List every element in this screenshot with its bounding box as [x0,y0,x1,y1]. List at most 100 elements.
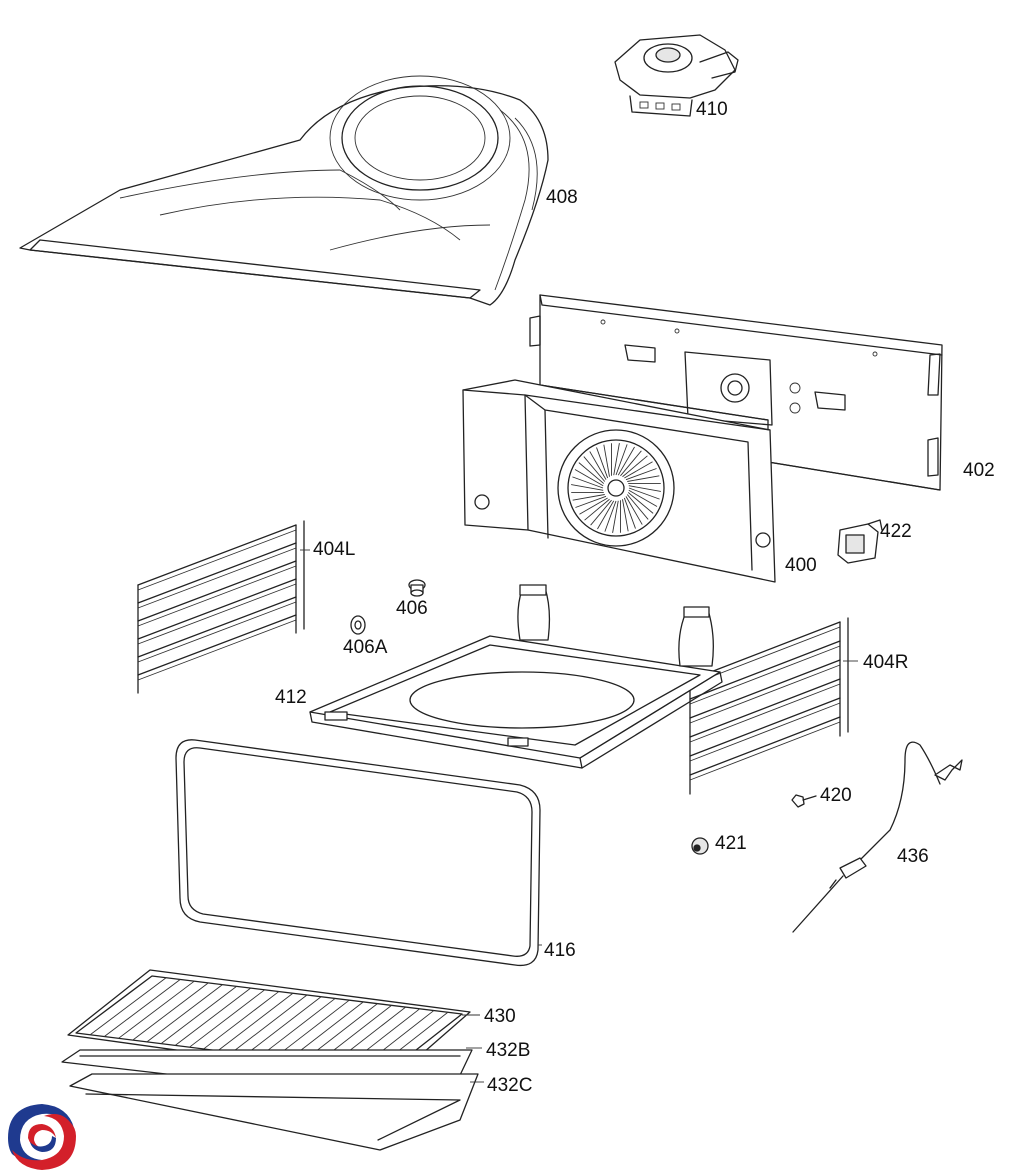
fan-slot [624,461,653,479]
rack-bar [217,992,294,1052]
rack-rung [137,601,297,663]
part-432C-pan [69,1073,479,1151]
part-436-probe [792,741,963,933]
fan-slot [572,494,605,501]
fan-slot [612,500,619,533]
rack-rung [689,702,841,762]
rack-rung [689,621,841,681]
rack-rung [689,645,841,705]
brand-logo-icon [8,1104,76,1170]
fan-slot [628,485,661,492]
part-404R-right-rack [689,617,849,795]
fan-slot [620,450,642,477]
fan-slot [628,489,658,507]
fan-slot [604,500,617,532]
label-432C: 432C [487,1075,533,1096]
fan-slot [613,443,620,476]
fan-slot [622,455,648,478]
rack-rung [137,547,297,609]
rack-rung [137,619,297,681]
rack-rung [689,678,841,738]
fan-slot [628,487,660,500]
rack-rung [137,565,297,627]
fan-slot [583,456,606,482]
part-420-screw [791,794,817,808]
fan-slot [615,444,628,476]
rack-bar [231,994,308,1053]
label-416: 416 [544,940,576,961]
label-406: 406 [396,598,428,619]
fan-slot [627,492,654,514]
fan-slot [575,495,607,508]
rack-rung [137,524,297,586]
leader-lines [300,549,858,1083]
fan-slot [590,499,612,526]
rack-rung [137,560,297,622]
rack-rung [689,716,841,776]
part-421-nut [691,837,709,855]
rack-rung [689,640,841,700]
fan-slot [579,497,608,515]
label-436: 436 [897,846,929,867]
label-421: 421 [715,833,747,854]
rack-rung [137,583,297,645]
fan-slot [571,484,604,491]
rack-rung [689,697,841,757]
fan-slot [626,494,649,520]
fan-slot [623,497,636,529]
rack-rung [689,683,841,743]
rack-bar [175,987,251,1046]
fan-slot [589,451,607,480]
rack-bar [203,991,280,1050]
fan-slot [603,444,610,477]
rack-rung [689,664,841,724]
rack-bar [160,986,237,1044]
rack-bar [274,999,350,1059]
fan-slot [596,447,609,479]
part-404L-left-rack [137,520,305,694]
rack-rung [137,529,297,591]
rack-bar [118,980,195,1039]
rack-rung [689,721,841,781]
fan-slot [578,462,605,484]
part-408-fan-shroud [19,75,549,306]
fan-slot [584,498,610,521]
label-400: 400 [785,555,817,576]
rack-bar [260,998,336,1057]
label-404L: 404L [313,539,356,560]
fan-slot [574,469,604,487]
label-408: 408 [546,187,578,208]
rack-bar [89,977,167,1036]
label-406A: 406A [343,637,388,658]
fan-grille [571,443,661,533]
fan-slot [597,500,615,530]
fan-slot [625,468,657,481]
rack-bar [189,989,266,1048]
fan-slot [625,496,643,525]
fan-slot [627,475,660,482]
rack-rung [137,596,297,658]
label-402: 402 [963,460,995,481]
part-416-gasket [175,739,541,967]
rack-bar [104,979,181,1037]
label-430: 430 [484,1006,516,1027]
part-422-lamp-socket [837,519,883,564]
rack-rung [137,542,297,604]
part-402-rear-panel [529,294,943,491]
part-400-fan-cover [462,379,776,583]
fan-slot [572,476,604,489]
label-432B: 432B [486,1040,531,1061]
part-406-plug [408,579,426,597]
label-420: 420 [820,785,852,806]
fan-slot [622,499,629,532]
part-406A-washer [350,615,366,635]
rack-rung [137,578,297,640]
label-422: 422 [880,521,912,542]
fan-slot [617,446,635,476]
label-410: 410 [696,99,728,120]
rack-bar [245,996,322,1055]
part-410-motor [614,34,739,117]
label-404R: 404R [863,652,909,673]
rack-rung [689,659,841,719]
